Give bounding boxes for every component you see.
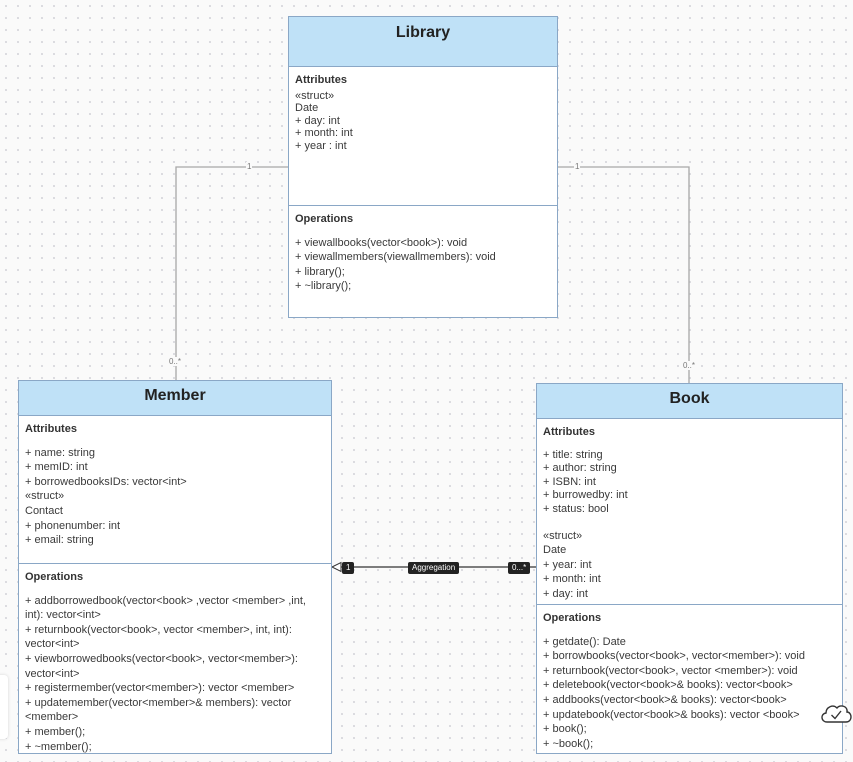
book-attribute: + burrowedby: int <box>543 489 628 502</box>
library-class[interactable]: Library Attributes «struct» Date + day: … <box>288 16 558 318</box>
member-attributes-title: Attributes <box>25 423 77 435</box>
library-operation: + viewallmembers(viewallmembers): void <box>295 251 496 264</box>
member-operation: + updatemember(vector<member>& members):… <box>25 696 292 709</box>
member-operation: vector<int> <box>25 638 80 651</box>
book-attribute: + status: bool <box>543 502 609 515</box>
aggregation-label: Aggregation <box>408 562 460 574</box>
member-attribute: + email: string <box>25 534 94 547</box>
member-attribute: «struct» <box>25 490 65 503</box>
book-attribute: + author: string <box>543 462 617 475</box>
library-member-member-mult: 0..* <box>168 357 183 366</box>
member-operations-title: Operations <box>25 571 84 583</box>
book-operations-title: Operations <box>543 612 602 624</box>
member-operation: + member(); <box>25 725 86 738</box>
book-operation: + book(); <box>543 723 587 736</box>
library-attributes-title: Attributes <box>295 74 347 86</box>
library-operations-section: Operations + viewallbooks(vector<book>):… <box>289 206 557 294</box>
member-attribute: + borrowedbooksIDs: vector<int> <box>25 475 187 488</box>
library-divider <box>289 205 557 206</box>
book-class[interactable]: Book Attributes + title: string + author… <box>536 383 843 754</box>
library-member-library-mult: 1 <box>246 162 253 171</box>
member-operation: int): vector<int> <box>25 609 101 622</box>
library-book-link <box>557 166 690 383</box>
library-attribute: «struct» <box>295 89 335 102</box>
book-operation: + updatebook(vector<book>& books): vecto… <box>543 708 800 721</box>
library-class-title[interactable]: Library <box>289 17 557 67</box>
library-book-book-mult: 0..* <box>682 361 697 370</box>
book-operation: + returnbook(vector<book>, vector <membe… <box>543 664 798 677</box>
member-operation: + registermember(vector<member>): vector… <box>25 682 295 695</box>
book-struct-line: + day: int <box>543 587 588 600</box>
book-struct-line: Date <box>543 544 567 557</box>
member-operation: + returnbook(vector<book>, vector <membe… <box>25 623 292 636</box>
member-class-title[interactable]: Member <box>19 381 331 416</box>
library-member-link <box>175 166 288 380</box>
library-operation: + ~library(); <box>295 280 352 293</box>
book-divider <box>537 604 842 605</box>
book-attributes-title: Attributes <box>543 426 595 438</box>
book-operation: + ~book(); <box>543 737 594 750</box>
side-panel-tab[interactable] <box>0 675 8 739</box>
member-attribute: + phonenumber: int <box>25 519 121 532</box>
book-struct-line: + month: int <box>543 573 601 586</box>
library-attributes-section: Attributes «struct» Date + day: int + mo… <box>289 67 557 153</box>
member-operation: + addborrowedbook(vector<book> ,vector <… <box>25 594 306 607</box>
book-attribute: + title: string <box>543 448 603 461</box>
member-divider <box>19 563 331 564</box>
cloud-check-icon[interactable] <box>818 700 853 726</box>
library-attribute: Date <box>295 102 319 115</box>
member-operation: <member> <box>25 711 79 724</box>
book-operations-section: Operations + getdate(): Date + borrowboo… <box>537 605 842 751</box>
library-book-library-mult: 1 <box>574 162 581 171</box>
member-operations-section: Operations + addborrowedbook(vector<book… <box>19 564 331 754</box>
library-operations-title: Operations <box>295 213 354 225</box>
member-attribute: Contact <box>25 504 63 517</box>
book-operation: + deletebook(vector<book>& books): vecto… <box>543 679 793 692</box>
aggregation-book-mult: 0...* <box>508 562 531 574</box>
member-class[interactable]: Member Attributes + name: string + memID… <box>18 380 332 754</box>
library-operation: + library(); <box>295 265 345 278</box>
library-attribute: + month: int <box>295 127 353 140</box>
book-struct-line: + year: int <box>543 558 592 571</box>
member-attributes-section: Attributes + name: string + memID: int +… <box>19 416 331 548</box>
book-attribute: + ISBN: int <box>543 475 596 488</box>
aggregation-member-mult: 1 <box>342 562 355 574</box>
member-attribute: + memID: int <box>25 461 88 474</box>
member-attribute: + name: string <box>25 446 96 459</box>
book-operation: + addbooks(vector<book>& books): vector<… <box>543 693 787 706</box>
member-operation: + ~member(); <box>25 740 92 753</box>
library-attribute: + year : int <box>295 139 347 152</box>
book-attributes-section: Attributes + title: string + author: str… <box>537 419 842 602</box>
book-class-title[interactable]: Book <box>537 384 842 419</box>
member-operation: + viewborrowedbooks(vector<book>, vector… <box>25 652 298 665</box>
library-operation: + viewallbooks(vector<book>): void <box>295 236 468 249</box>
member-operation: vector<int> <box>25 667 80 680</box>
book-operation: + borrowbooks(vector<book>, vector<membe… <box>543 650 805 663</box>
book-struct-line: «struct» <box>543 529 583 542</box>
aggregation-arrowhead <box>330 561 342 573</box>
book-operation: + getdate(): Date <box>543 635 626 648</box>
library-attribute: + day: int <box>295 114 340 127</box>
